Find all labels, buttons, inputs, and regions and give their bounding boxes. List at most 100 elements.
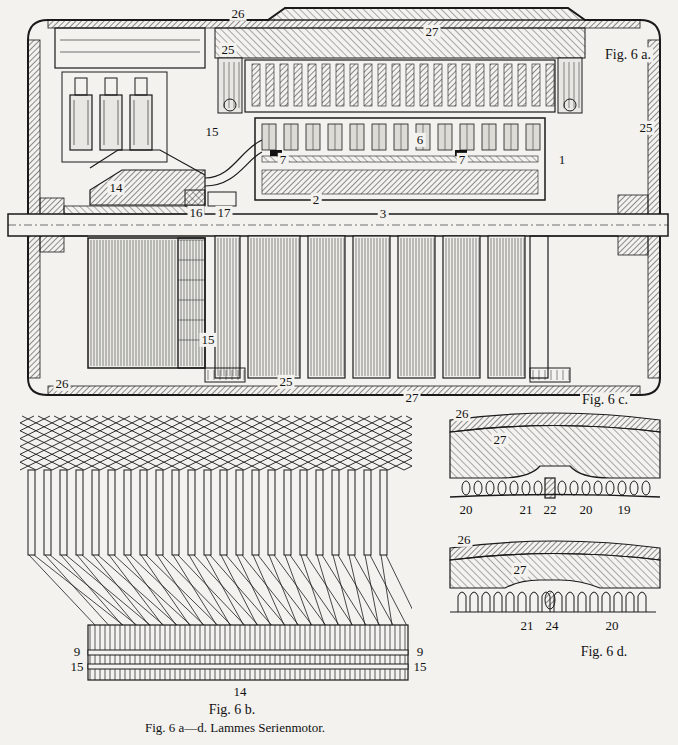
drawing-line <box>77 555 136 625</box>
slot <box>606 481 614 495</box>
drawing-line <box>60 52 200 53</box>
drawing-line <box>91 240 92 366</box>
slot <box>545 591 555 609</box>
drawing-line <box>166 416 276 470</box>
drawing-part <box>558 58 582 113</box>
callout-number: 15 <box>412 660 429 674</box>
drawing-line <box>404 238 405 376</box>
drawing-line <box>130 555 204 625</box>
drawing-part <box>218 58 242 113</box>
drawing-line <box>333 555 352 625</box>
drawing-part <box>108 470 115 555</box>
callout-number: 25 <box>278 375 295 389</box>
drawing-part <box>100 95 122 150</box>
drawing-line <box>60 40 200 41</box>
drawing-line <box>349 555 365 625</box>
drawing-line <box>237 555 271 625</box>
drawing-line <box>320 238 321 376</box>
drawing-line <box>142 240 143 366</box>
drawing-line <box>20 416 52 470</box>
drawing-part <box>545 478 555 498</box>
drawing-part <box>140 470 147 555</box>
drawing-line <box>313 124 314 150</box>
drawing-line <box>278 238 279 376</box>
drawing-line <box>458 238 459 376</box>
drawing-line <box>323 238 324 376</box>
drawing-part <box>506 592 514 612</box>
drawing-line <box>262 416 372 470</box>
drawing-line <box>88 100 89 145</box>
drawing-line <box>100 240 101 366</box>
drawing-part <box>280 64 288 106</box>
drawing-line <box>386 555 412 625</box>
drawing-line <box>388 416 412 470</box>
drawing-line <box>125 555 176 625</box>
drawing-part <box>64 206 204 214</box>
drawing-line <box>473 238 474 376</box>
slot <box>510 481 518 495</box>
callout-number: 15 <box>69 660 86 674</box>
drawing-line <box>239 62 240 108</box>
callout-number: 17 <box>216 206 233 220</box>
drawing-part <box>394 124 408 150</box>
slot <box>642 481 650 495</box>
callout-number: 19 <box>616 503 633 517</box>
drawing-part <box>372 124 386 150</box>
drawing-line <box>121 240 122 366</box>
figure-label: Fig. 6 a. <box>603 47 653 62</box>
drawing-part <box>262 156 538 162</box>
callout-number: 2 <box>311 193 322 207</box>
drawing-part <box>494 592 502 612</box>
drawing-line <box>545 370 546 380</box>
drawing-line <box>407 238 408 376</box>
callout-number: 26 <box>454 407 471 421</box>
drawing-line <box>506 238 507 376</box>
drawing-line <box>236 238 237 376</box>
drawing-line <box>404 416 412 470</box>
drawing-line <box>357 124 358 150</box>
drawing-line <box>379 124 380 150</box>
callout-number: 7 <box>457 153 468 167</box>
drawing-line <box>118 240 119 366</box>
drawing-line <box>190 240 191 366</box>
drawing-part <box>268 470 275 555</box>
drawing-line <box>205 555 244 625</box>
drawing-part <box>262 124 276 150</box>
drawing-line <box>533 124 534 150</box>
drawing-line <box>290 238 291 376</box>
drawing-line <box>146 555 218 625</box>
drawing-line <box>145 240 146 366</box>
drawing-line <box>500 238 501 376</box>
drawing-part <box>90 170 205 205</box>
drawing-line <box>362 238 363 376</box>
drawing-line <box>419 238 420 376</box>
drawing-line <box>232 370 233 380</box>
drawing-part <box>614 592 622 612</box>
drawing-part <box>378 64 386 106</box>
drawing-part <box>638 592 646 612</box>
drawing-part <box>626 592 634 612</box>
drawing-line <box>60 236 88 237</box>
drawing-line <box>136 240 137 366</box>
drawing-line <box>187 240 188 366</box>
drawing-part <box>268 8 585 20</box>
drawing-part <box>530 368 570 382</box>
drawing-line <box>380 238 381 376</box>
drawing-line <box>324 416 412 470</box>
drawing-line <box>489 124 490 150</box>
slot <box>594 481 602 495</box>
drawing-line <box>291 124 292 150</box>
drawing-part <box>434 64 442 106</box>
drawing-part <box>322 64 330 106</box>
drawing-line <box>299 238 300 376</box>
drawing-line <box>287 238 288 376</box>
drawing-line <box>242 555 299 625</box>
drawing-line <box>198 416 308 470</box>
drawing-line <box>22 416 132 470</box>
drawing-line <box>86 416 196 470</box>
callout-number: 25 <box>638 121 655 135</box>
slot <box>558 481 566 495</box>
drawing-part <box>284 124 298 150</box>
drawing-line <box>445 124 446 150</box>
